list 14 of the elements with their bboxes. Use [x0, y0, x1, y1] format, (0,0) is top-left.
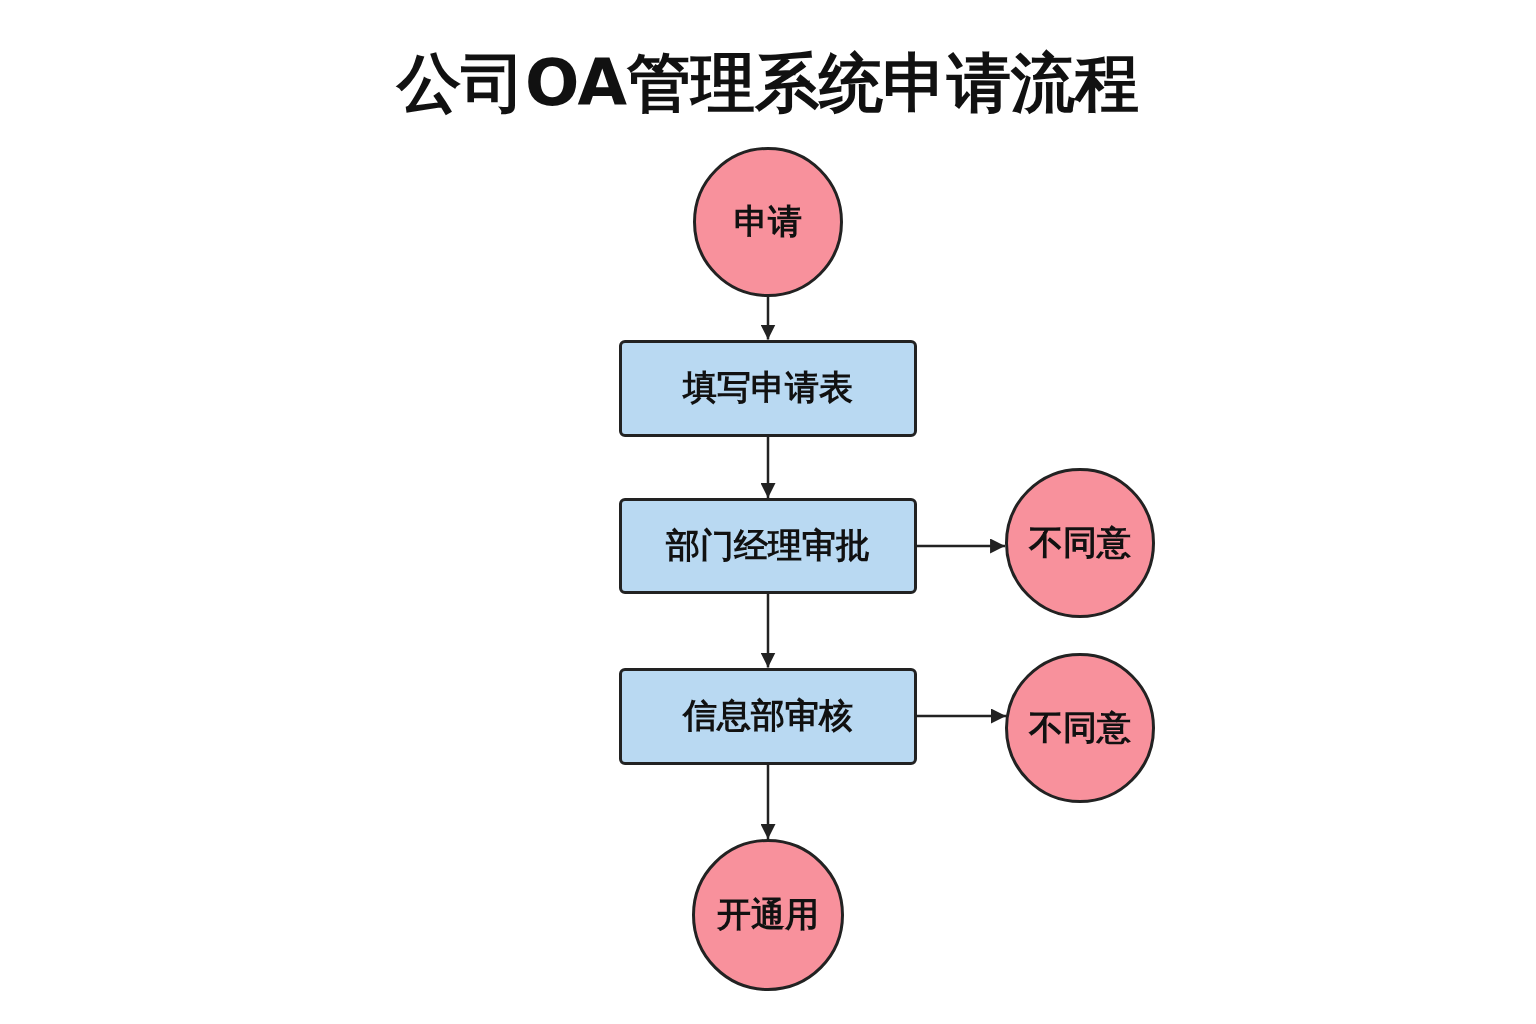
terminal-circle: 不同意	[1005, 653, 1155, 803]
arrow	[917, 708, 1006, 724]
title: 公司OA管理系统申请流程	[395, 45, 1141, 122]
arrow	[760, 594, 776, 668]
terminal-circle: 不同意	[1005, 468, 1155, 618]
process-box: 信息部审核	[619, 667, 917, 765]
process-box: 部门经理审批	[619, 498, 917, 594]
arrow	[760, 436, 776, 498]
terminal-circle: 开通用	[692, 839, 844, 991]
process-box: 填写申请表	[619, 339, 917, 437]
terminal-circle: 申请	[693, 147, 843, 297]
arrow	[760, 764, 776, 839]
arrow	[760, 297, 776, 340]
arrow	[917, 538, 1006, 554]
